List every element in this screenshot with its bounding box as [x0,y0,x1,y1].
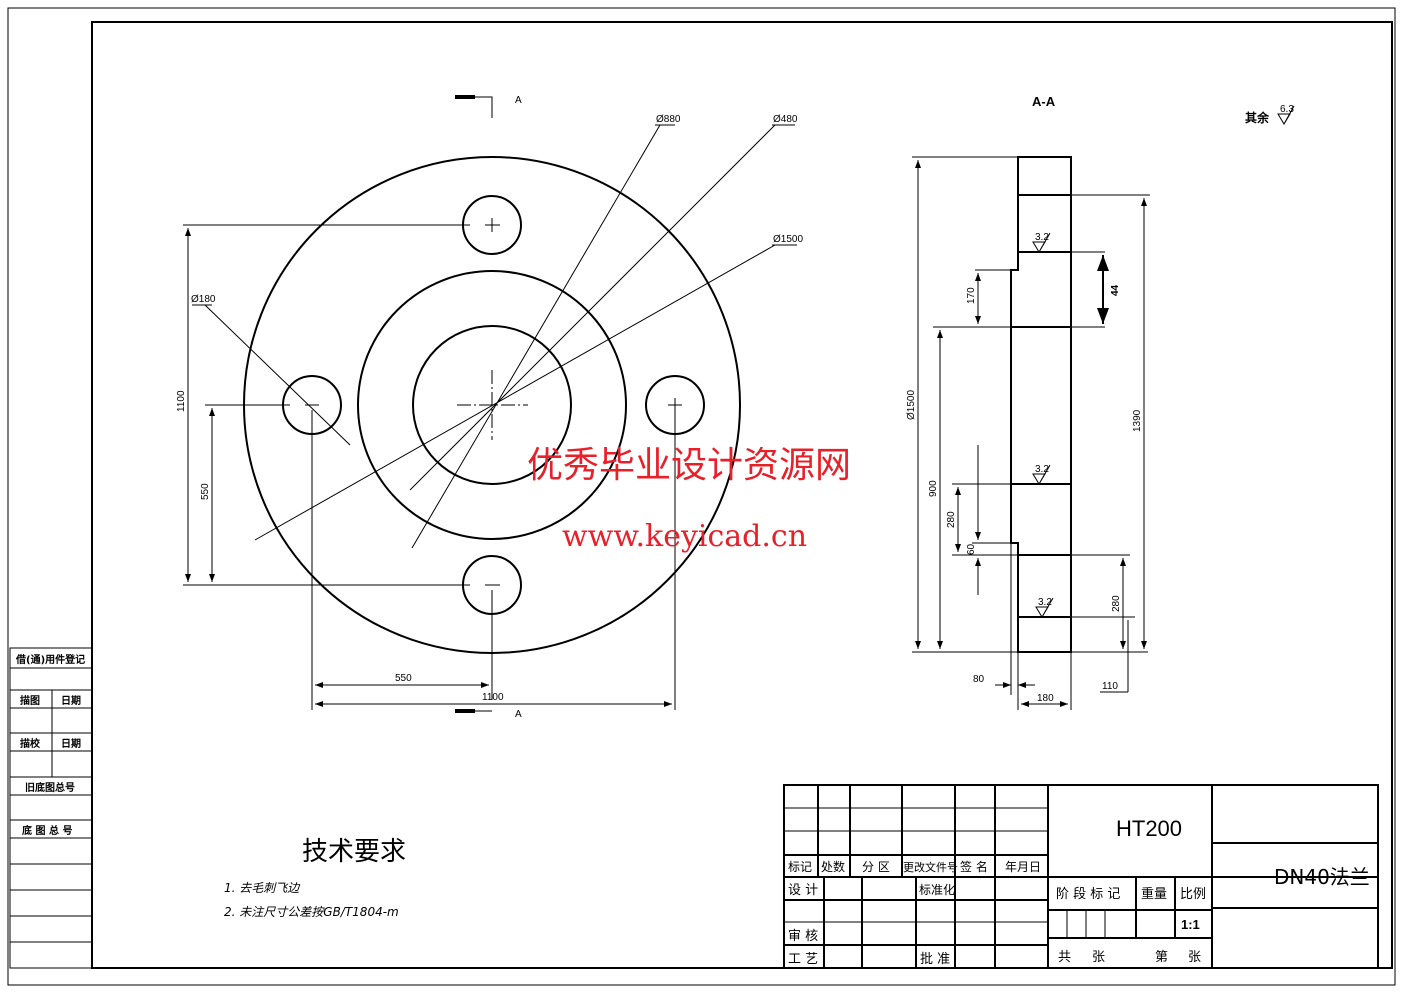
tech-req-item: 1. 去毛刺飞边 [224,881,301,895]
dim-280: 280 [946,511,957,528]
dim-h550: 550 [395,673,412,684]
dim-v1100: 1100 [176,390,187,412]
watermark-url: www.keyicad.cn [562,519,807,554]
left-strip-table: 借(通)用件登记 描图 日期 描校 日期 旧底图总号 底 图 总 号 [9,647,93,969]
dim-110: 110 [1102,681,1118,692]
section-mark-top: A [515,95,522,106]
dim-d880: Ø880 [656,114,681,125]
dim-44: 44 [1110,284,1121,296]
part-name: DN40法兰 [1274,865,1370,889]
roughness-3-2: 3.2 [1035,232,1049,243]
header-count: 处数 [821,859,845,874]
label-process: 工 艺 [788,952,818,967]
header-change-doc: 更改文件号 [903,860,958,874]
label-sheets2: 张 [1188,950,1201,965]
label-weight: 重量 [1141,886,1167,902]
header-zone: 分 区 [862,860,890,874]
label-sheet-no: 第 [1155,950,1168,965]
dim-180: 180 [1037,693,1054,704]
tech-req-item: 2. 未注尺寸公差按GB/T1804-m [224,905,399,919]
label-stage-mark: 阶 段 标 记 [1056,887,1120,902]
front-view: A A Ø880 Ø480 Ø1500 Ø180 1100 550 550 11… [176,95,803,720]
dim-280b: 280 [1111,595,1122,612]
label-approve: 批 准 [920,952,950,967]
middle-circle [357,270,627,540]
dim-d1500: Ø1500 [773,234,803,245]
dim-h1100: 1100 [482,692,504,703]
material: HT200 [1116,816,1182,841]
dim-d480: Ø480 [773,114,798,125]
dim-v550: 550 [200,483,211,500]
watermark-title: 优秀毕业设计资源网 [527,445,851,486]
label-old-base-no: 旧底图总号 [25,781,75,794]
roughness-3-2: 3.2 [1038,597,1052,608]
title-block: HT200 DN40法兰 标记 处数 分 区 更改文件号 签 名 年月日 设 计… [783,784,1379,969]
label-scale: 比例 [1180,887,1206,902]
label-standardize: 标准化 [919,883,955,897]
section-mark-bottom: A [515,709,522,720]
roughness-3-2: 3.2 [1035,464,1049,475]
dim-60: 60 [966,543,977,555]
label-design: 设 计 [788,883,818,898]
label-date: 日期 [61,694,81,707]
bore-circle [412,325,572,485]
roughness-symbols: 3.2 3.2 3.2 [1032,232,1054,618]
dim-d1500: Ø1500 [906,390,917,420]
dim-170: 170 [966,287,977,304]
label-borrowed-parts: 借(通)用件登记 [15,653,85,666]
header-date: 年月日 [1005,860,1041,874]
drawing-frame [91,21,1393,969]
label-trace: 描图 [20,694,40,707]
label-sheets: 张 [1092,950,1105,965]
outer-border [7,7,1396,986]
tech-req-title: 技术要求 [302,837,406,867]
label-base-no: 底 图 总 号 [22,824,72,837]
scale-value: 1:1 [1181,917,1200,932]
roughness-note: 其余 [1245,110,1270,125]
dim-900: 900 [928,480,939,497]
dim-80: 80 [973,674,985,685]
label-review: 审 核 [788,929,818,944]
header-mark: 标记 [788,860,812,874]
dim-1390: 1390 [1132,409,1143,432]
dim-d180: Ø180 [191,294,216,305]
header-signature: 签 名 [960,859,988,874]
roughness-rest: 6.3 [1280,104,1294,115]
label-trace-check: 描校 [20,737,41,750]
label-date: 日期 [61,737,81,750]
section-title: A-A [1032,94,1056,109]
label-total: 共 [1058,950,1071,965]
section-view: A-A 其余 6.3 [906,94,1295,710]
